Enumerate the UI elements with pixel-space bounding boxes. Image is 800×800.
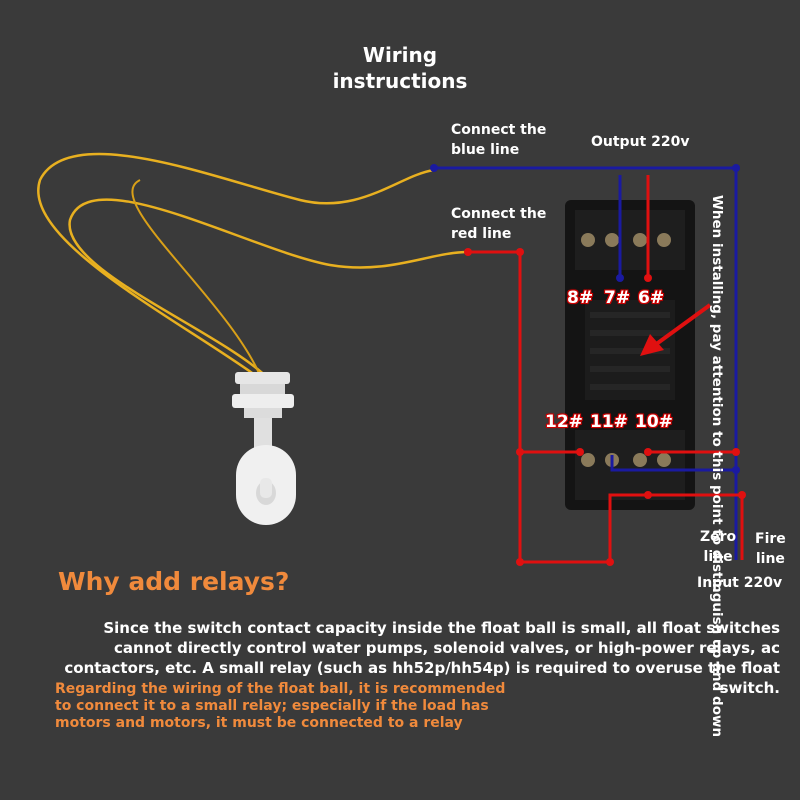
title-line-2: instructions: [332, 69, 468, 93]
zero-line-1: Zero: [700, 529, 737, 545]
diagram-title: Wiring instructions: [300, 42, 500, 94]
orientation-arrow: [640, 303, 712, 356]
pin-6-label: 6#: [638, 288, 665, 308]
fire-line-label: Fire line: [755, 529, 786, 569]
connect-red-label: Connect the red line: [451, 204, 546, 244]
why-heading: Why add relays?: [58, 567, 290, 596]
junction-dots: [430, 164, 746, 566]
install-orientation-note: When installing, pay attention to this p…: [709, 195, 725, 738]
why-paragraph: Since the switch contact capacity inside…: [64, 619, 780, 697]
connect-blue-label: Connect the blue line: [451, 120, 546, 160]
pin-7-label: 7#: [604, 288, 631, 308]
zero-line-2: line: [703, 549, 733, 565]
pin-10-label: 10#: [635, 412, 673, 432]
float-switch: [37, 152, 469, 525]
relay-socket: [565, 200, 695, 510]
connect-blue-line2: blue line: [451, 142, 520, 158]
output-label: Output 220v: [591, 134, 690, 150]
pin-12-label: 12#: [545, 412, 583, 432]
connect-blue-line1: Connect the: [451, 122, 547, 138]
input-label: Input 220v: [697, 575, 783, 591]
title-line-1: Wiring: [362, 43, 438, 67]
zero-line-label: Zero line: [700, 527, 736, 567]
connect-red-line2: red line: [451, 226, 512, 242]
fire-line-1: Fire: [755, 531, 786, 547]
connect-red-line1: Connect the: [451, 206, 547, 222]
fire-line-2: line: [755, 551, 785, 567]
top-terminal-screws: [581, 233, 671, 247]
pin-8-label: 8#: [567, 288, 594, 308]
pin-11-label: 11#: [590, 412, 628, 432]
recommendation-text: Regarding the wiring of the float ball, …: [55, 681, 506, 731]
bottom-terminal-screws: [581, 453, 671, 467]
